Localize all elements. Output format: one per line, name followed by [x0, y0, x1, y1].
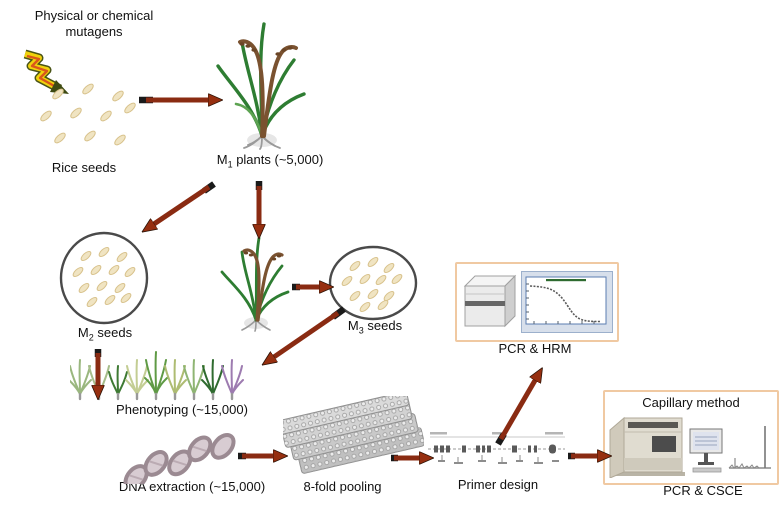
capillary-method-panel: Capillary method: [603, 390, 779, 485]
m1-plant-illustration: [216, 22, 306, 150]
arrow-m3-seeds-to-phenotyping: [271, 306, 346, 359]
primer-design-label: Primer design: [457, 477, 539, 492]
dna-extraction-label: DNA extraction (~15,000): [118, 479, 266, 494]
electropherogram-illustration: [728, 426, 771, 469]
lightning-bolt-icon: [23, 49, 69, 94]
m2-plant-illustration: [220, 236, 290, 332]
hrm-melt-curve-chart: [521, 271, 613, 333]
capillary-method-title: Capillary method: [642, 395, 740, 410]
m2-seeds-oval: [59, 231, 149, 325]
dna-helix-illustration: [123, 432, 236, 484]
mutagens-label: Physical or chemical mutagens: [34, 8, 154, 40]
rice-seeds-illustration: [40, 83, 136, 146]
arrow-m1-to-m2-seeds: [151, 181, 216, 226]
phenotyping-label: Phenotyping (~15,000): [116, 402, 248, 417]
pcr-machine-illustration: [463, 274, 517, 328]
rice-seeds-label: Rice seeds: [51, 160, 117, 175]
m1-plants-label: M1 plants (~5,000): [216, 152, 324, 170]
pcr-csce-label: PCR & CSCE: [663, 483, 743, 498]
pooling-label: 8-fold pooling: [303, 479, 382, 494]
m3-seeds-oval: [328, 245, 418, 321]
monitor-illustration: [689, 428, 723, 473]
arrow-primer-design-to-pcr-hrm: [495, 377, 537, 446]
m3-seeds-label: M3 seeds: [347, 318, 403, 336]
primer-design-gene-map: [424, 430, 571, 474]
pcr-hrm-label: PCR & HRM: [498, 341, 572, 356]
microplate-stack-illustration: [283, 396, 425, 474]
m2-seeds-label: M2 seeds: [77, 325, 133, 343]
pcr-hrm-panel: [455, 262, 619, 342]
capillary-sequencer-illustration: [609, 416, 685, 478]
